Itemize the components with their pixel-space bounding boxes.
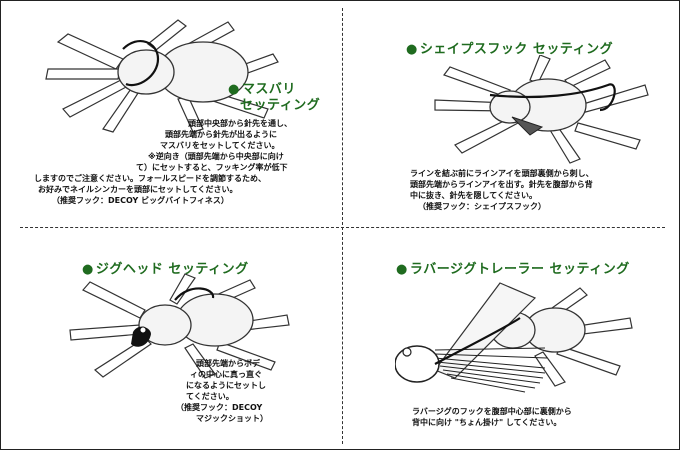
desc-line: 中に抜き、針先を隠してください。 [410, 191, 537, 200]
panel-title: ●マスバリ [228, 82, 296, 97]
desc-line: （推奨フック：シェイプスフック） [418, 202, 546, 211]
desc-line: お好みでネイルシンカーを頭部にセットしてください。 [38, 185, 238, 194]
desc-line: 頭部中央部から針先を通し、 [188, 119, 292, 128]
desc-line: マジックショット） [196, 414, 268, 423]
desc-line: 頭部先端から針先が出るように [165, 130, 277, 139]
panel-title: ●ラバージグトレーラー セッティング [396, 262, 630, 277]
desc-line: マスバリをセットしてください。 [160, 141, 280, 150]
spider-lure-illustration-1 [45, 19, 279, 133]
bullet-icon: ● [396, 262, 408, 277]
desc-line: 頭部先端からラインアイを出す。針先を腹部から背 [410, 180, 593, 189]
desc-line: 頭部先端からボデ [196, 359, 260, 368]
spider-lure-illustration-3 [69, 273, 290, 379]
desc-line: ィの中心に真っ直ぐ [190, 370, 262, 379]
panel-title: ●ジグヘッド セッティング [82, 262, 249, 277]
desc-line: て）にセットすると、フッキング率が低下 [136, 163, 288, 172]
bullet-icon: ● [82, 262, 94, 277]
panel-title-line2: セッティング [240, 98, 321, 113]
desc-line: （推奨フック：DECOY [176, 403, 263, 412]
rubber-jig-illustration [395, 282, 633, 393]
desc-line: （推奨フック：DECOY ビッグバイトフィネス） [52, 196, 229, 205]
vertical-divider [342, 8, 343, 444]
desc-line: 背中に向け "ちょん掛け" してください。 [412, 418, 562, 427]
horizontal-divider [20, 227, 665, 228]
bullet-icon: ● [406, 42, 418, 57]
desc-line: しますのでご注意ください。フォールスピードを調節するため、 [34, 174, 266, 183]
bullet-icon: ● [228, 82, 240, 97]
spider-lure-illustration-2 [434, 55, 649, 164]
desc-line: ※逆向き（頭部先端から中央部に向け [148, 152, 284, 161]
desc-line: になるようにセットし [186, 381, 266, 390]
panel-title: ●シェイプスフック セッティング [406, 42, 614, 57]
desc-line: てください。 [186, 392, 234, 401]
panel-description: 頭部中央部から針先を通し、 [188, 118, 292, 129]
desc-line: ラインを結ぶ前にラインアイを頭部裏側から刺し、 [410, 169, 594, 178]
desc-line: ラバージグのフックを腹部中心部に裏側から [412, 407, 572, 416]
